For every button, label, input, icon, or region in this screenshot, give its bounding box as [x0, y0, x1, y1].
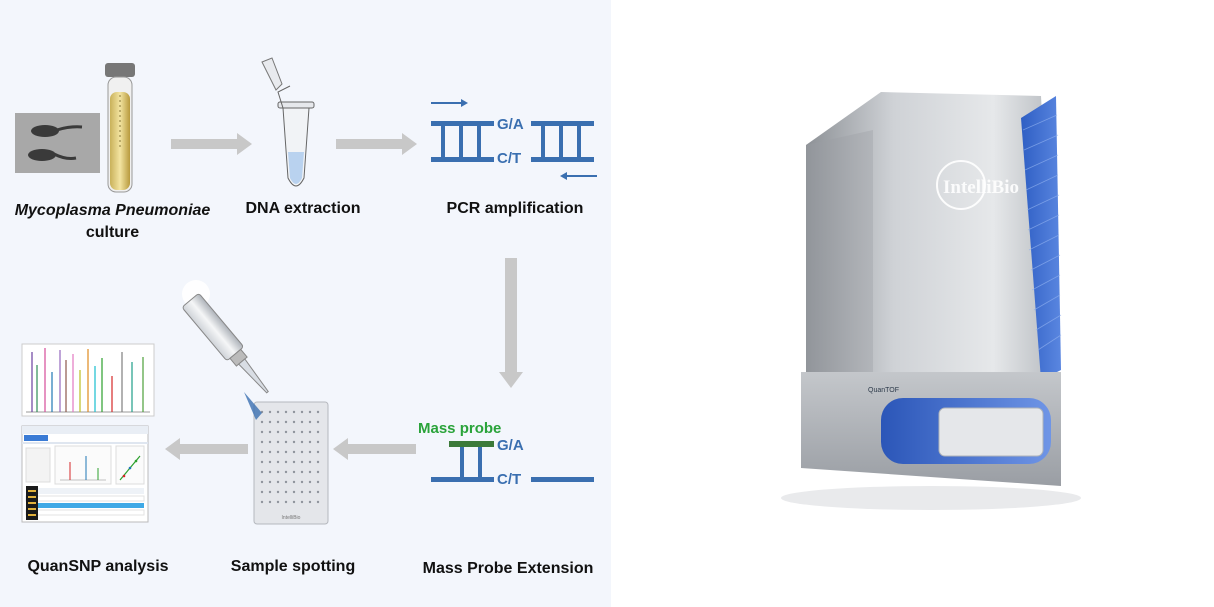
- pcr-allele-top: G/A: [497, 116, 524, 133]
- arrow-left-2: [165, 438, 248, 460]
- workflow-panel: IntelliBio: [0, 0, 611, 607]
- pcr-amplification-label: PCR amplification: [446, 200, 584, 217]
- arrow-right-2: [336, 133, 417, 155]
- culture-tube-icon: [105, 63, 135, 193]
- microscope-image: [15, 113, 100, 173]
- workflow-diagram: IntelliBio: [15, 57, 597, 525]
- pipette-icon: [182, 280, 269, 420]
- instrument-model: QuanTOF: [868, 387, 899, 394]
- mass-probe-extension-label: Mass Probe Extension: [422, 560, 594, 577]
- arrow-left-1: [333, 438, 416, 460]
- quansnp-analysis-label: QuanSNP analysis: [27, 558, 169, 575]
- mass-probe-bar: [449, 441, 494, 447]
- instrument-brand: IntelliBio: [943, 177, 1019, 198]
- sample-plate: IntelliBio: [253, 401, 329, 525]
- software-thumbnail: [21, 425, 149, 523]
- brand-logo: IntelliBio: [936, 160, 1019, 210]
- culture-label-line1: Mycoplasma Pneumoniae: [14, 202, 211, 219]
- extension-diagram: [431, 441, 594, 482]
- pcr-allele-bottom: C/T: [497, 150, 522, 167]
- extension-allele-bottom: C/T: [497, 471, 522, 488]
- microtube-icon: [261, 57, 315, 187]
- plate-brand: IntelliBio: [282, 515, 301, 521]
- spectrum-thumbnail: [21, 343, 155, 417]
- extension-allele-top: G/A: [497, 437, 524, 454]
- arrow-down: [499, 258, 523, 388]
- instrument-panel: IntelliBio QuanTOF: [611, 0, 1214, 607]
- culture-label-line2: culture: [85, 224, 140, 241]
- sample-spotting-label: Sample spotting: [230, 558, 356, 575]
- arrow-right-1: [171, 133, 252, 155]
- dna-extraction-label: DNA extraction: [245, 200, 361, 217]
- plate-wells: [260, 410, 320, 504]
- mass-probe-label: Mass probe: [418, 420, 502, 437]
- culture-label: Mycoplasma Pneumoniae culture: [5, 200, 220, 244]
- quantof-instrument: IntelliBio QuanTOF: [781, 92, 1081, 510]
- pcr-diagram: [431, 99, 597, 180]
